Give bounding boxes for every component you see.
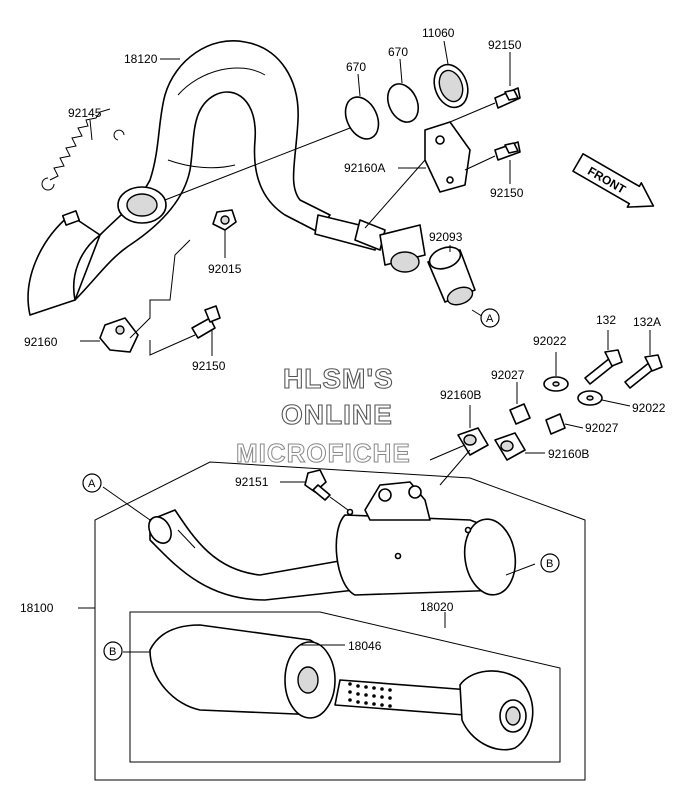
part-labels: 18120 670 670 11060 92150 92145 92160A 9… bbox=[20, 26, 666, 653]
svg-text:A: A bbox=[486, 313, 494, 325]
label-18100: 18100 bbox=[20, 601, 54, 615]
front-arrow: FRONT bbox=[572, 153, 655, 208]
label-18046: 18046 bbox=[348, 639, 382, 653]
label-92015: 92015 bbox=[208, 262, 242, 276]
label-92022-b: 92022 bbox=[632, 401, 666, 415]
watermark-line-2: ONLINE bbox=[281, 399, 393, 430]
svg-text:A: A bbox=[88, 478, 96, 490]
collar-92027-a bbox=[509, 382, 531, 425]
svg-text:B: B bbox=[109, 646, 116, 658]
label-92093: 92093 bbox=[429, 230, 463, 244]
bracket-92160A bbox=[364, 121, 471, 229]
grommet-92160B-a bbox=[457, 405, 489, 456]
washer-92015 bbox=[212, 209, 237, 258]
bolt-92150-lower bbox=[464, 141, 521, 171]
washer-92022-b bbox=[577, 390, 631, 407]
callout-B-lower: B bbox=[103, 641, 123, 661]
label-92027-b: 92027 bbox=[585, 421, 619, 435]
label-92022-a: 92022 bbox=[533, 334, 567, 348]
label-18020: 18020 bbox=[420, 600, 454, 614]
label-92160: 92160 bbox=[24, 335, 58, 349]
svg-text:B: B bbox=[546, 558, 553, 570]
bolt-92150-upper bbox=[449, 87, 521, 123]
bolt-92150-clamp bbox=[149, 305, 221, 356]
label-92160B-b: 92160B bbox=[548, 447, 589, 461]
callout-B-upper-lead bbox=[505, 563, 536, 576]
callout-A-lower: A bbox=[82, 473, 102, 493]
callout-A-upper: A bbox=[480, 308, 500, 328]
o-rings-and-gasket bbox=[164, 63, 469, 201]
watermark: HLSM'S ONLINE MICROFICHE bbox=[236, 362, 411, 468]
watermark-line-1: HLSM'S bbox=[283, 363, 394, 394]
label-132A: 132A bbox=[633, 315, 661, 329]
silencer-core bbox=[123, 624, 534, 751]
label-92150-upper: 92150 bbox=[488, 38, 522, 52]
label-92027-a: 92027 bbox=[491, 368, 525, 382]
bolt-132 bbox=[584, 330, 623, 385]
assembly-frame bbox=[78, 461, 586, 781]
header-pipe bbox=[27, 40, 386, 316]
label-92150-lower: 92150 bbox=[490, 186, 524, 200]
callout-B-upper: B bbox=[540, 553, 560, 573]
label-92160B-a: 92160B bbox=[440, 388, 481, 402]
label-92150-clamp: 92150 bbox=[192, 359, 226, 373]
bolt-132A bbox=[624, 330, 663, 389]
clamp-92160 bbox=[80, 239, 191, 353]
label-18120: 18120 bbox=[124, 52, 158, 66]
joint-92093 bbox=[379, 224, 486, 319]
muffler-assembly bbox=[148, 444, 517, 601]
grommet-92160B-b bbox=[494, 432, 545, 461]
label-92151: 92151 bbox=[235, 475, 269, 489]
label-132: 132 bbox=[596, 313, 616, 327]
label-92160A: 92160A bbox=[344, 161, 385, 175]
callout-A-lower-lead bbox=[102, 486, 151, 521]
label-670-b: 670 bbox=[388, 45, 408, 59]
label-92145: 92145 bbox=[68, 106, 102, 120]
watermark-line-3: MICROFICHE bbox=[236, 438, 411, 468]
bolt-92151 bbox=[280, 469, 349, 511]
spring-part bbox=[41, 108, 125, 191]
collar-92027-b bbox=[545, 413, 584, 435]
washer-92022-a bbox=[543, 352, 569, 392]
label-670-a: 670 bbox=[346, 60, 366, 74]
label-11060: 11060 bbox=[422, 26, 455, 40]
